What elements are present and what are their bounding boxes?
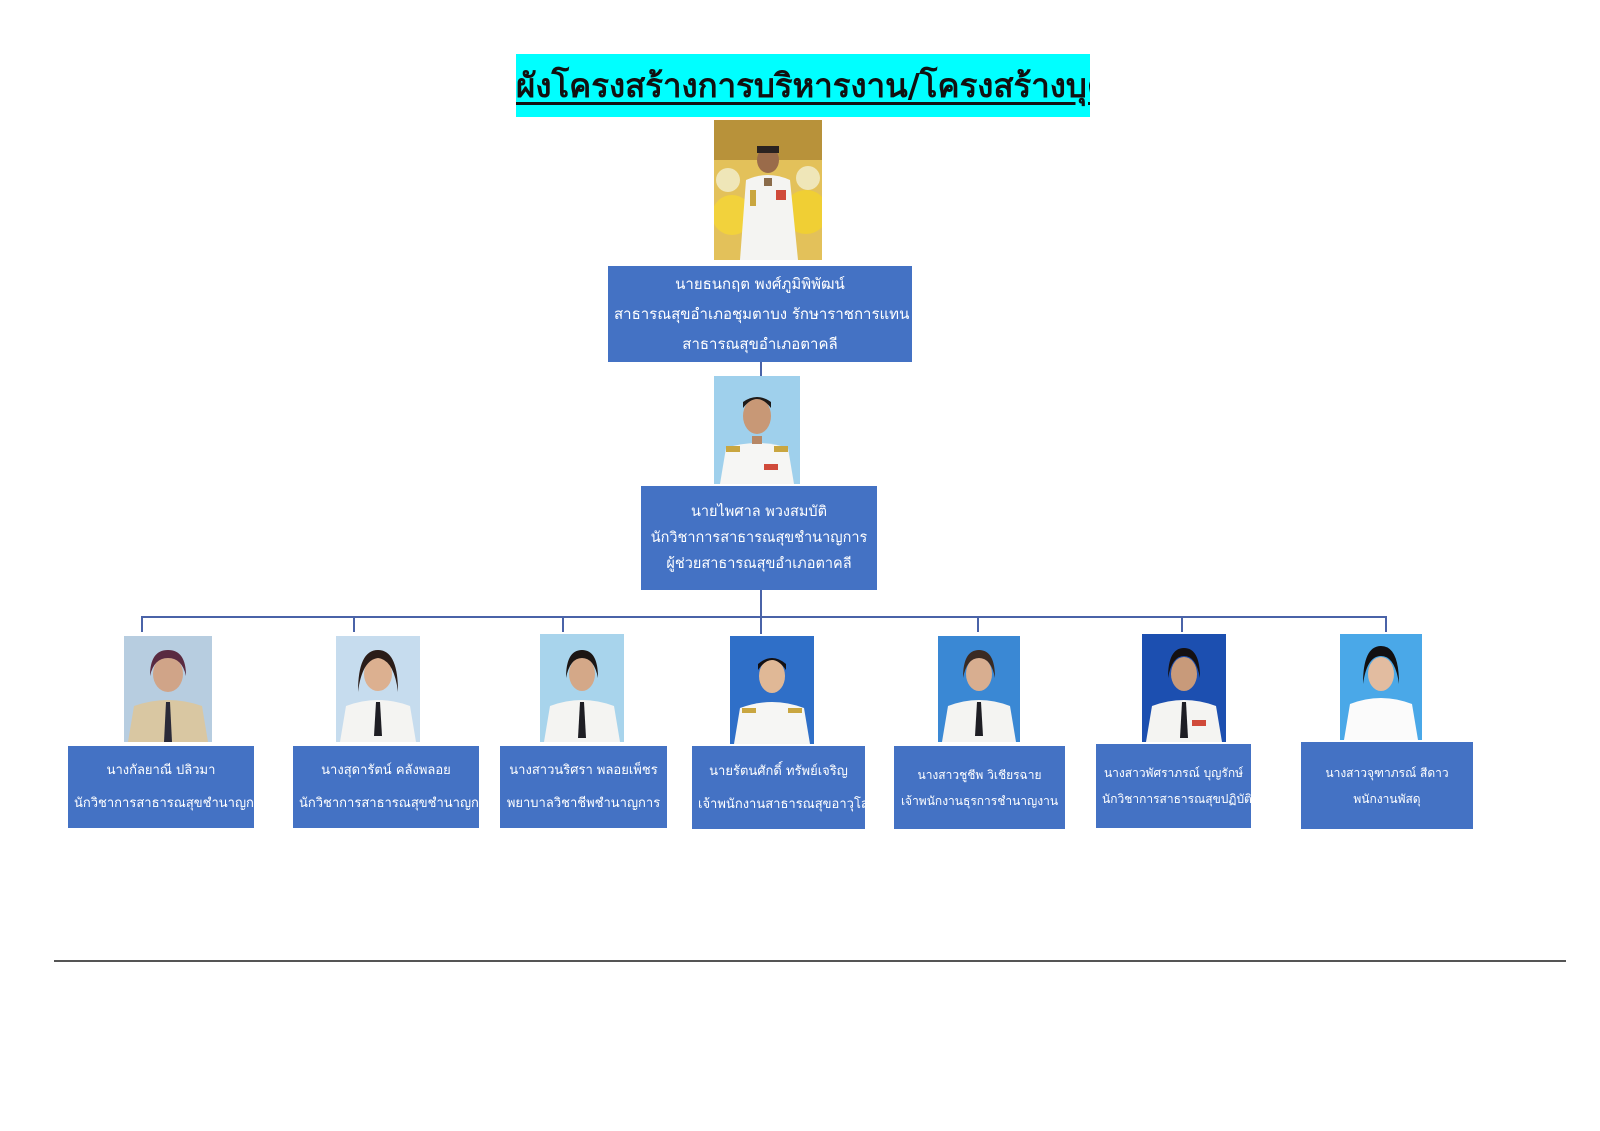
staff-photo-2 — [336, 636, 420, 742]
staff-photo-4 — [730, 636, 814, 744]
staff-photo-6 — [1142, 634, 1226, 742]
connector-deputy-down — [760, 590, 762, 616]
head-position: สาธารณสุขอำเภอชุมตาบง รักษาราชการแทน — [614, 305, 910, 323]
staff-name-5: นางสาวชูชีพ วิเชียรฉาย — [917, 767, 1042, 782]
staff-name-2: นางสุดารัตน์ คลังพลอย — [321, 763, 451, 778]
staff-name-6: นางสาวพัศราภรณ์ บุญรักษ์ — [1103, 766, 1244, 780]
connector-staff-4 — [760, 616, 762, 634]
head-name: นายธนกฤต พงศ์ภูมิพิพัฒน์ — [675, 275, 845, 293]
staff-box-6: นางสาวพัศราภรณ์ บุญรักษ์ นักวิชาการสาธาร… — [1096, 744, 1273, 828]
staff-position-5: เจ้าพนักงานธุรการชำนาญงาน — [900, 793, 1059, 808]
staff-name-7: นางสาวจุฑาภรณ์ สีดาว — [1325, 765, 1449, 780]
head-box: นายธนกฤต พงศ์ภูมิพิพัฒน์ สาธารณสุขอำเภอช… — [608, 266, 912, 362]
footer-rule — [54, 960, 1566, 962]
staff-photo-5 — [938, 636, 1020, 742]
staff-box-1: นางกัลยาณี ปลิวมา นักวิชาการสาธารณสุขชำน… — [68, 746, 269, 828]
staff-photo-7 — [1340, 634, 1422, 740]
staff-position-7: พนักงานพัสดุ — [1353, 791, 1421, 806]
staff-box-7: นางสาวจุฑาภรณ์ สีดาว พนักงานพัสดุ — [1301, 742, 1473, 829]
staff-position-4: เจ้าพนักงานสาธารณสุขอาวุโส — [698, 796, 869, 812]
staff-name-1: นางกัลยาณี ปลิวมา — [106, 763, 216, 778]
chart-title: ผังโครงสร้างการบริหารงาน/โครงสร้างบุคลาก… — [516, 54, 1090, 117]
connector-staff-5 — [977, 616, 979, 632]
deputy-box: นายไพศาล พวงสมบัติ นักวิชาการสาธารณสุขชำ… — [641, 486, 877, 590]
deputy-role: ผู้ช่วยสาธารณสุขอำเภอตาคลี — [666, 556, 852, 572]
staff-photo-3 — [540, 634, 624, 742]
connector-head-deputy — [760, 362, 762, 376]
head-photo — [714, 120, 822, 260]
staff-position-6: นักวิชาการสาธารณสุขปฏิบัติการ — [1102, 792, 1273, 806]
staff-box-2: นางสุดารัตน์ คลังพลอย นักวิชาการสาธารณสุ… — [293, 746, 494, 828]
connector-staff-2 — [353, 616, 355, 632]
staff-position-2: นักวิชาการสาธารณสุขชำนาญการ — [299, 796, 494, 811]
staff-position-1: นักวิชาการสาธารณสุขชำนาญการ — [74, 796, 269, 811]
staff-box-4: นายรัตนศักดิ์ ทรัพย์เจริญ เจ้าพนักงานสาธ… — [692, 746, 869, 829]
connector-staff-7 — [1385, 616, 1387, 632]
head-office: สาธารณสุขอำเภอตาคลี — [682, 335, 838, 353]
connector-staff-6 — [1181, 616, 1183, 632]
deputy-position: นักวิชาการสาธารณสุขชำนาญการ — [650, 530, 868, 546]
staff-name-4: นายรัตนศักดิ์ ทรัพย์เจริญ — [709, 763, 848, 779]
staff-box-3: นางสาวนริศรา พลอยเพ็ชร พยาบาลวิชาชีพชำนา… — [500, 746, 667, 828]
connector-staff-3 — [562, 616, 564, 632]
staff-position-3: พยาบาลวิชาชีพชำนาญการ — [506, 796, 661, 811]
staff-box-5: นางสาวชูชีพ วิเชียรฉาย เจ้าพนักงานธุรการ… — [894, 746, 1065, 829]
connector-staff-bus — [141, 616, 1387, 618]
deputy-photo — [714, 376, 800, 484]
staff-name-3: นางสาวนริศรา พลอยเพ็ชร — [509, 763, 658, 778]
deputy-name: นายไพศาล พวงสมบัติ — [690, 504, 828, 520]
staff-photo-1 — [124, 636, 212, 742]
connector-staff-1 — [141, 616, 143, 632]
